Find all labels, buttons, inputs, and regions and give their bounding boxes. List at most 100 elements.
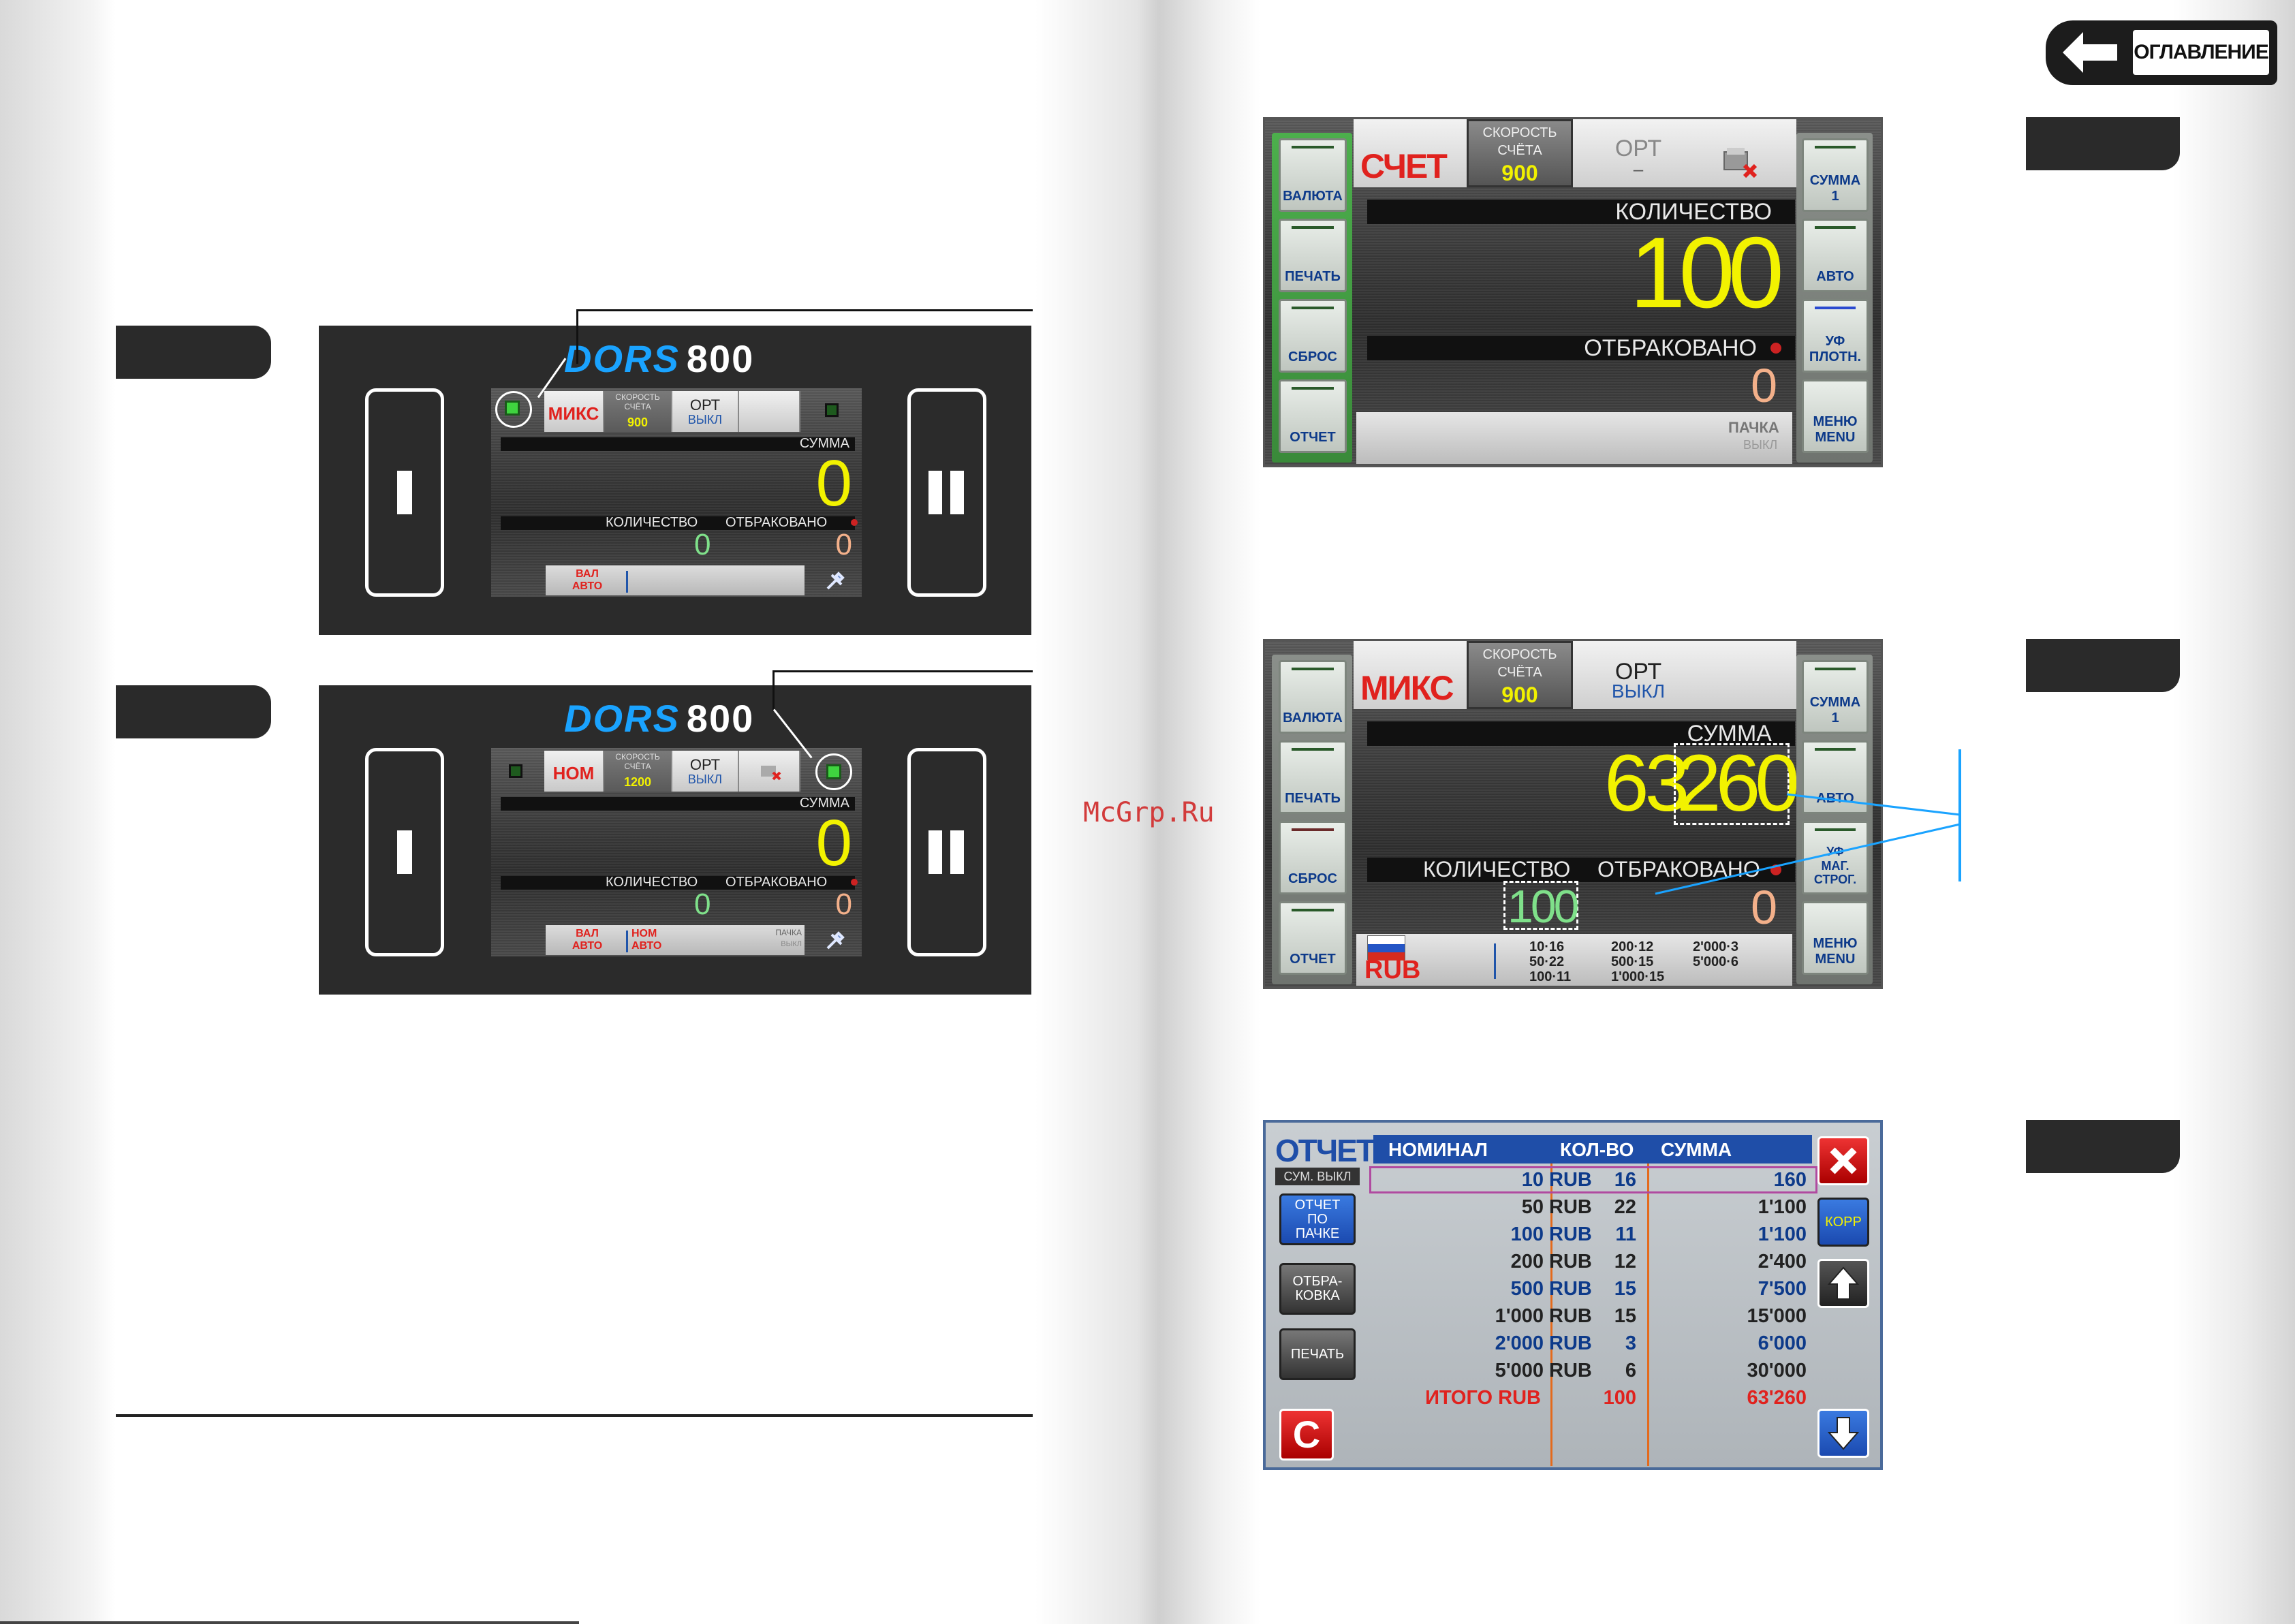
- table-header: [1373, 1135, 1812, 1164]
- report-reject-button[interactable]: ОТБРА- КОВКА: [1279, 1263, 1356, 1315]
- sum-label-bar: [501, 437, 855, 451]
- row-nominal: 50: [1521, 1196, 1544, 1218]
- row-currency: RUB: [1549, 1305, 1592, 1327]
- mode-label[interactable]: СЧЕТ: [1360, 147, 1448, 185]
- sum-highlight-box: [1674, 743, 1790, 825]
- section-tab-3: [2026, 117, 2180, 170]
- printer-off-icon: [758, 760, 783, 782]
- bottom-strip: [1356, 934, 1792, 986]
- row-currency: RUB: [1549, 1360, 1592, 1381]
- col-divider-1: [1550, 1164, 1552, 1466]
- left-button-reset[interactable]: СБРОС: [1279, 821, 1347, 894]
- toc-button[interactable]: ОГЛАВЛЕНИЕ: [2046, 20, 2277, 85]
- mode-box[interactable]: НОМ: [544, 751, 604, 792]
- left-button-reset[interactable]: СБРОС: [1279, 299, 1347, 373]
- val-auto-button[interactable]: ВАЛ АВТО: [572, 568, 603, 592]
- sum-value: 0: [815, 807, 852, 879]
- sum-label-bar: [1367, 721, 1795, 746]
- strip-divider: [1494, 943, 1496, 979]
- clear-button[interactable]: C: [1279, 1409, 1334, 1461]
- callout-lines: [1655, 749, 1961, 895]
- bottom-strip: [546, 925, 805, 955]
- callout-line-bottom-h: [772, 670, 1033, 672]
- left-button-report[interactable]: ОТЧЕТ: [1279, 379, 1347, 453]
- correct-button[interactable]: КОРР: [1817, 1198, 1869, 1247]
- left-button-print[interactable]: ПЕЧАТЬ: [1279, 219, 1347, 292]
- callout-line-top-v: [576, 309, 578, 364]
- report-pack-button[interactable]: ОТЧЕТ ПО ПАЧКЕ: [1279, 1193, 1356, 1245]
- row-currency: RUB: [1549, 1251, 1592, 1272]
- nom-auto-button[interactable]: НОМ АВТО: [631, 928, 662, 952]
- divider-bottom: [0, 1621, 579, 1624]
- tool-icon[interactable]: [825, 931, 845, 951]
- qty-value: 100: [1629, 217, 1784, 329]
- reject-dot-icon: [851, 879, 858, 886]
- callout-line-top-h: [576, 309, 1033, 311]
- right-button-auto[interactable]: АВТО: [1802, 219, 1869, 292]
- row-sum: 30'000: [1747, 1360, 1807, 1381]
- row-sum: 15'000: [1747, 1305, 1807, 1327]
- left-button-print[interactable]: ПЕЧАТЬ: [1279, 740, 1347, 814]
- display-screen: НОМ СКОРОСТЬ СЧЁТА 1200 ОРТ ВЫКЛ СУММА 0…: [491, 748, 862, 956]
- row-currency: RUB: [1549, 1169, 1592, 1191]
- speed-box[interactable]: СКОРОСТЬ СЧЁТА 1200: [604, 751, 672, 792]
- ort-box[interactable]: ОРТ ВЫКЛ: [672, 751, 739, 792]
- row-qty: 22: [1614, 1196, 1636, 1218]
- row-nominal: 10: [1521, 1169, 1544, 1191]
- arrow-up-icon: [1828, 1266, 1859, 1300]
- blank-box: [739, 391, 800, 432]
- ort-box[interactable]: ОРТ –: [1614, 136, 1662, 179]
- row-nominal: 5'000: [1495, 1360, 1544, 1381]
- qty-label-bar: [501, 516, 855, 530]
- printer-off-icon[interactable]: [1720, 146, 1761, 181]
- speed-box[interactable]: СКОРОСТЬ СЧЁТА 900: [1467, 119, 1573, 187]
- scroll-up-button[interactable]: [1817, 1259, 1869, 1308]
- screen-mix: ВАЛЮТА ПЕЧАТЬ СБРОС ОТЧЕТ МИКС СКОРОСТЬ …: [1263, 639, 1883, 989]
- mode-box[interactable]: МИКС: [544, 391, 604, 432]
- report-print-button[interactable]: ПЕЧАТЬ: [1279, 1328, 1356, 1380]
- row-currency: RUB: [1549, 1278, 1592, 1300]
- speed-box[interactable]: СКОРОСТЬ СЧЁТА 900: [1467, 641, 1573, 709]
- speed-box[interactable]: СКОРОСТЬ СЧЁТА 900: [604, 391, 672, 432]
- row-currency: RUB: [1549, 1196, 1592, 1218]
- row-nominal: 2'000: [1495, 1332, 1544, 1354]
- left-button-report[interactable]: ОТЧЕТ: [1279, 901, 1347, 975]
- strip-divider: [626, 571, 628, 593]
- ort-box[interactable]: ОРТ ВЫКЛ: [1611, 659, 1666, 702]
- sum-value-units: 260: [1676, 738, 1800, 828]
- row-sum: 160: [1773, 1169, 1807, 1191]
- mode-label[interactable]: МИКС: [1360, 669, 1454, 707]
- report-screen: ОТЧЕТ СУМ. ВЫКЛ ОТЧЕТ ПО ПАЧКЕ ОТБРА- КО…: [1263, 1120, 1883, 1470]
- screen-count: ВАЛЮТА ПЕЧАТЬ СБРОС ОТЧЕТ СЧЕТ СКОРОСТЬ …: [1263, 117, 1883, 467]
- scroll-down-button[interactable]: [1817, 1409, 1869, 1458]
- val-auto-button[interactable]: ВАЛ АВТО: [572, 928, 603, 952]
- row-qty: 15: [1614, 1305, 1636, 1327]
- close-button[interactable]: [1817, 1136, 1869, 1185]
- ort-box[interactable]: ОРТ ВЫКЛ: [672, 391, 739, 432]
- russia-flag-icon: [1367, 935, 1405, 961]
- printer-off-box[interactable]: [739, 751, 800, 792]
- sum-off-badge[interactable]: СУМ. ВЫКЛ: [1275, 1168, 1360, 1185]
- currency-label[interactable]: RUB: [1364, 956, 1421, 984]
- left-button-currency[interactable]: ВАЛЮТА: [1279, 138, 1347, 212]
- left-button-currency[interactable]: ВАЛЮТА: [1279, 660, 1347, 734]
- tool-icon[interactable]: [825, 571, 845, 591]
- section-tab-5: [2026, 1120, 2180, 1173]
- row-nominal: 500: [1510, 1278, 1544, 1300]
